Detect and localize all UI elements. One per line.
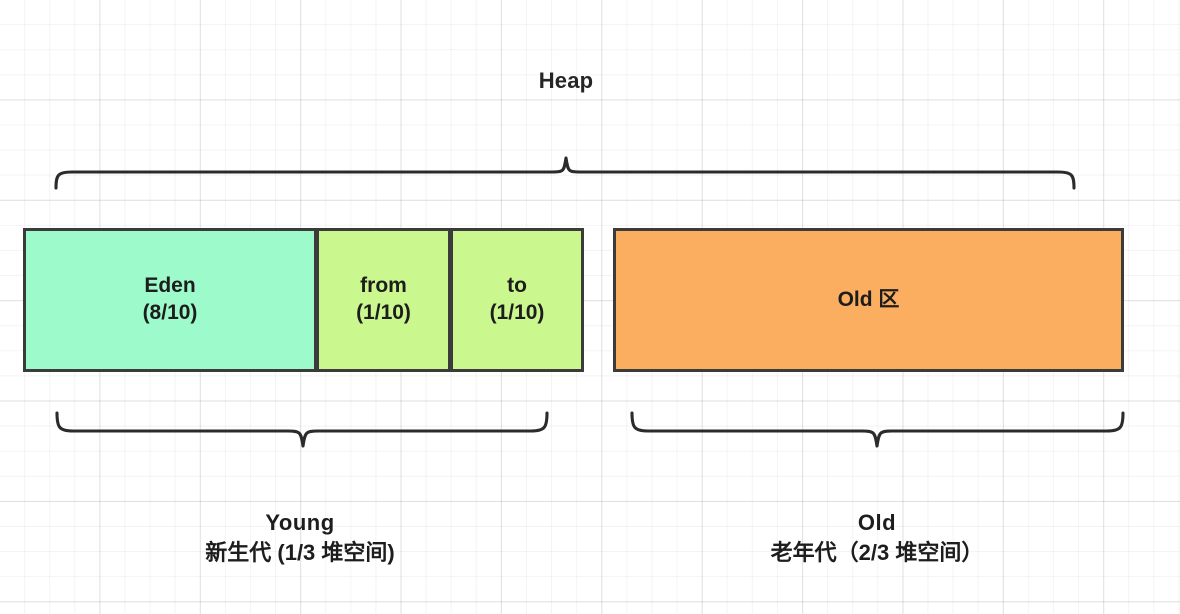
old-box-label: Old 区: [837, 287, 900, 311]
old-brace-path: [630, 411, 1125, 448]
old-generation-label: Old 老年代（2/3 堆空间）: [660, 508, 1094, 567]
young-subtitle: 新生代 (1/3 堆空间): [205, 539, 395, 565]
from-label: from: [360, 274, 407, 298]
heap-brace-path: [54, 156, 1076, 190]
old-title: Old: [857, 510, 897, 535]
memory-box-eden[interactable]: Eden (8/10): [23, 228, 317, 372]
heap-label-text: Heap: [538, 68, 594, 93]
heap-label: Heap: [0, 68, 1180, 94]
memory-box-from[interactable]: from (1/10): [316, 228, 451, 372]
memory-box-to[interactable]: to (1/10): [450, 228, 584, 372]
young-generation-label: Young 新生代 (1/3 堆空间): [110, 508, 490, 567]
young-brace: [55, 411, 549, 448]
eden-ratio: (8/10): [142, 301, 198, 324]
old-subtitle: 老年代（2/3 堆空间）: [770, 539, 984, 565]
memory-box-old[interactable]: Old 区: [613, 228, 1124, 372]
heap-brace: [54, 156, 1076, 190]
from-ratio: (1/10): [356, 301, 411, 324]
eden-label: Eden: [144, 274, 196, 298]
old-brace: [630, 411, 1125, 448]
to-ratio: (1/10): [489, 301, 545, 324]
young-brace-path: [55, 411, 549, 448]
young-title: Young: [265, 510, 335, 535]
to-label: to: [507, 274, 527, 298]
